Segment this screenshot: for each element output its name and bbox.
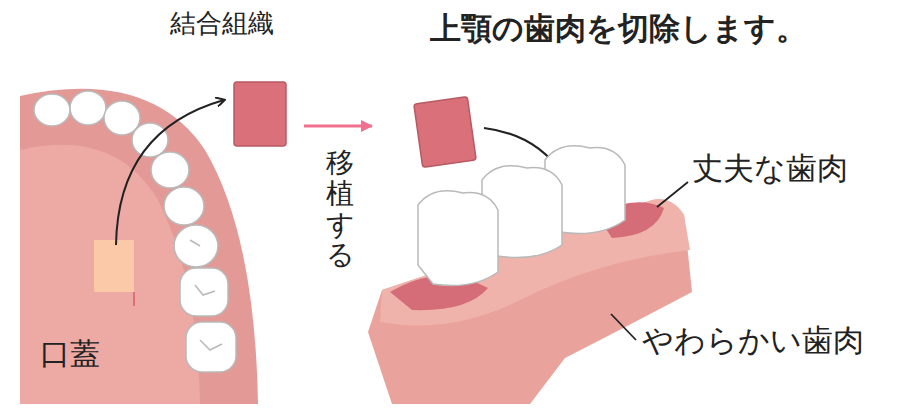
transplant-arrow — [304, 125, 372, 128]
palate-illustration — [20, 89, 258, 404]
tissue-block — [414, 97, 476, 168]
title: 上顎の歯肉を切除します。 — [430, 10, 807, 47]
gum-illustration — [368, 146, 692, 404]
leader-line — [611, 314, 636, 340]
part-label: 口蓋 — [40, 336, 100, 372]
part-label: やわらかい歯肉 — [642, 322, 864, 359]
tissue-block — [234, 82, 286, 146]
step-label: 移植する — [326, 148, 354, 271]
part-label: 結合組織 — [170, 8, 274, 39]
part-label: 丈夫な歯肉 — [692, 150, 848, 187]
leader-line — [657, 182, 688, 207]
